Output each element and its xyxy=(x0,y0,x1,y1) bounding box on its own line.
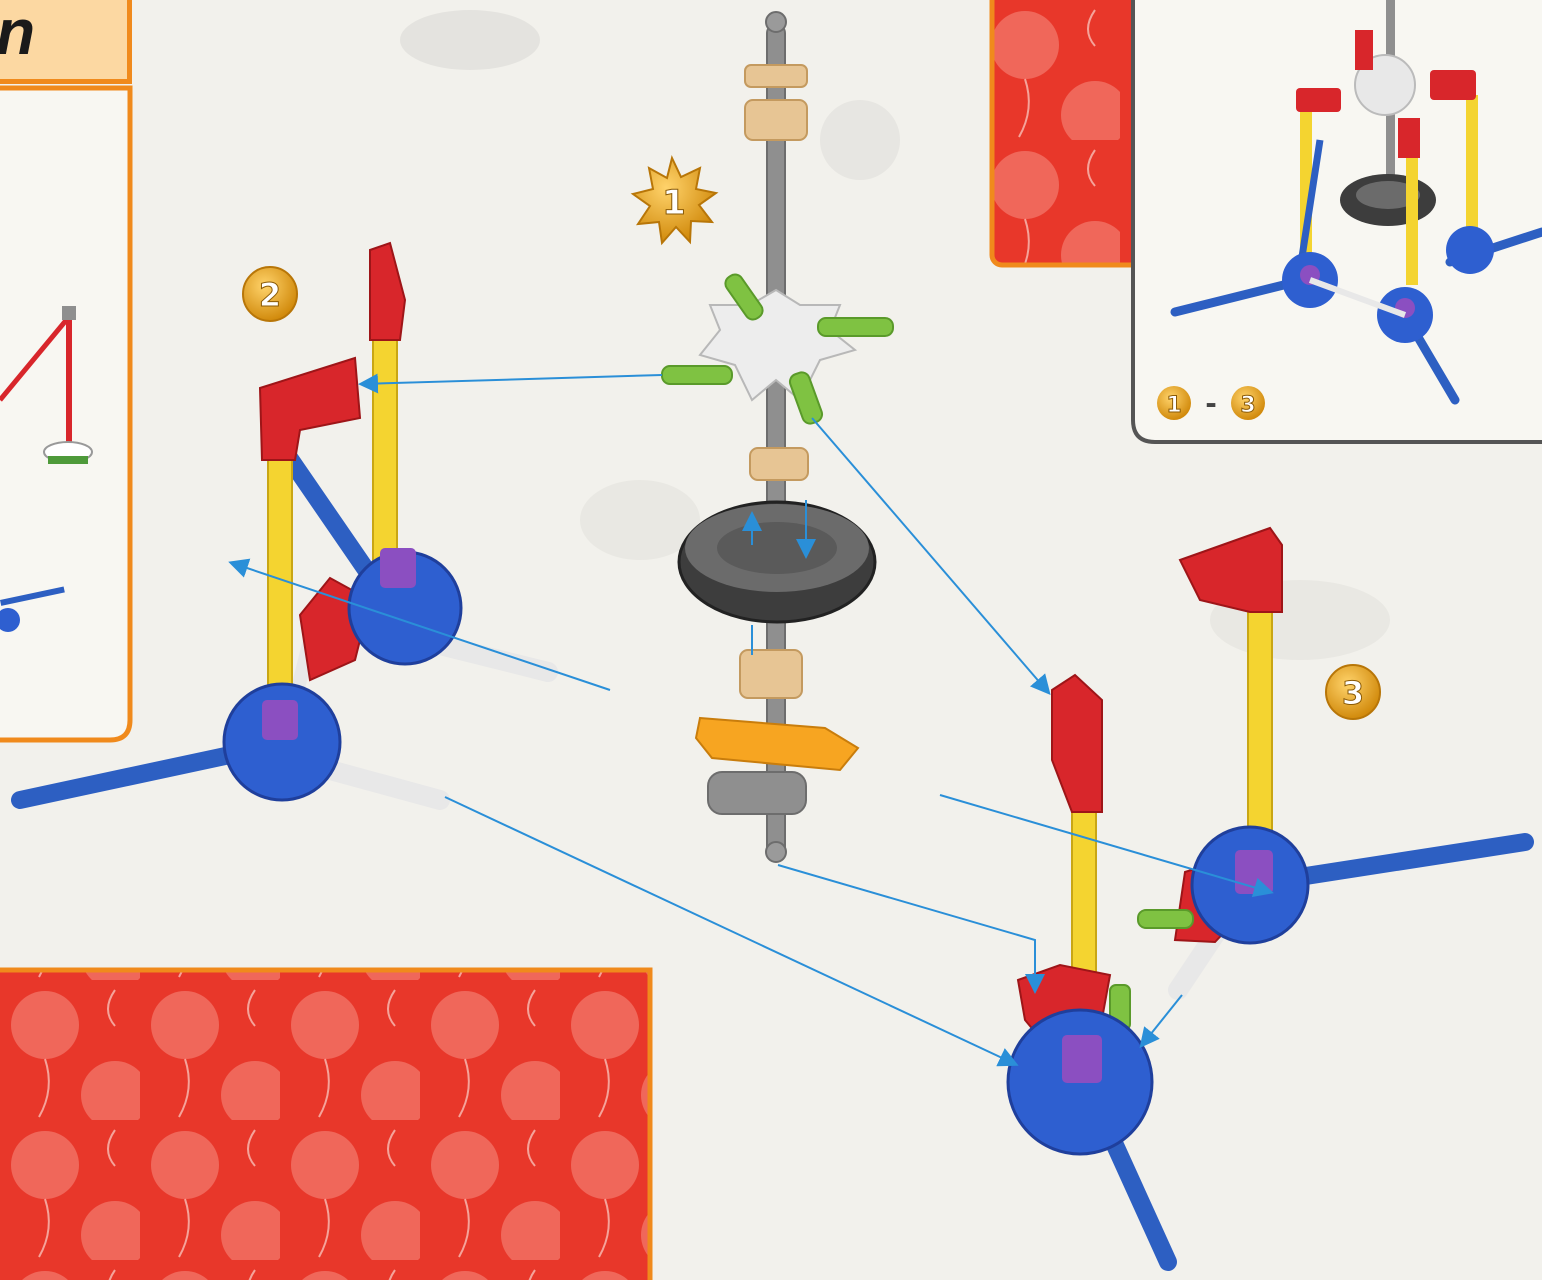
completed-preview-inset xyxy=(1133,0,1542,442)
tire-wheel xyxy=(679,502,875,622)
step-3-badge: 3 xyxy=(1326,665,1380,719)
preview-range-separator: - xyxy=(1205,387,1217,420)
step-1-badge: 1 xyxy=(633,158,716,243)
preview-range-end: 3 xyxy=(1240,393,1255,418)
circle-badge-icon: 1 xyxy=(1157,386,1191,420)
preview-range-start: 1 xyxy=(1166,393,1181,418)
preview-step-range: 1 - 3 xyxy=(1157,386,1265,420)
step-1-number: 1 xyxy=(662,183,686,223)
arrow-icon xyxy=(1142,995,1182,1045)
step-3-number: 3 xyxy=(1342,674,1364,712)
left-inset-panel xyxy=(0,88,130,740)
top-red-panel xyxy=(992,0,1152,265)
step-3-right-assembly xyxy=(1008,528,1525,1262)
arrow-icon xyxy=(362,375,662,384)
circle-badge-icon: 3 xyxy=(1231,386,1265,420)
step-2-number: 2 xyxy=(259,276,281,314)
bottom-red-panel xyxy=(0,970,650,1280)
step-2-badge: 2 xyxy=(243,267,297,321)
